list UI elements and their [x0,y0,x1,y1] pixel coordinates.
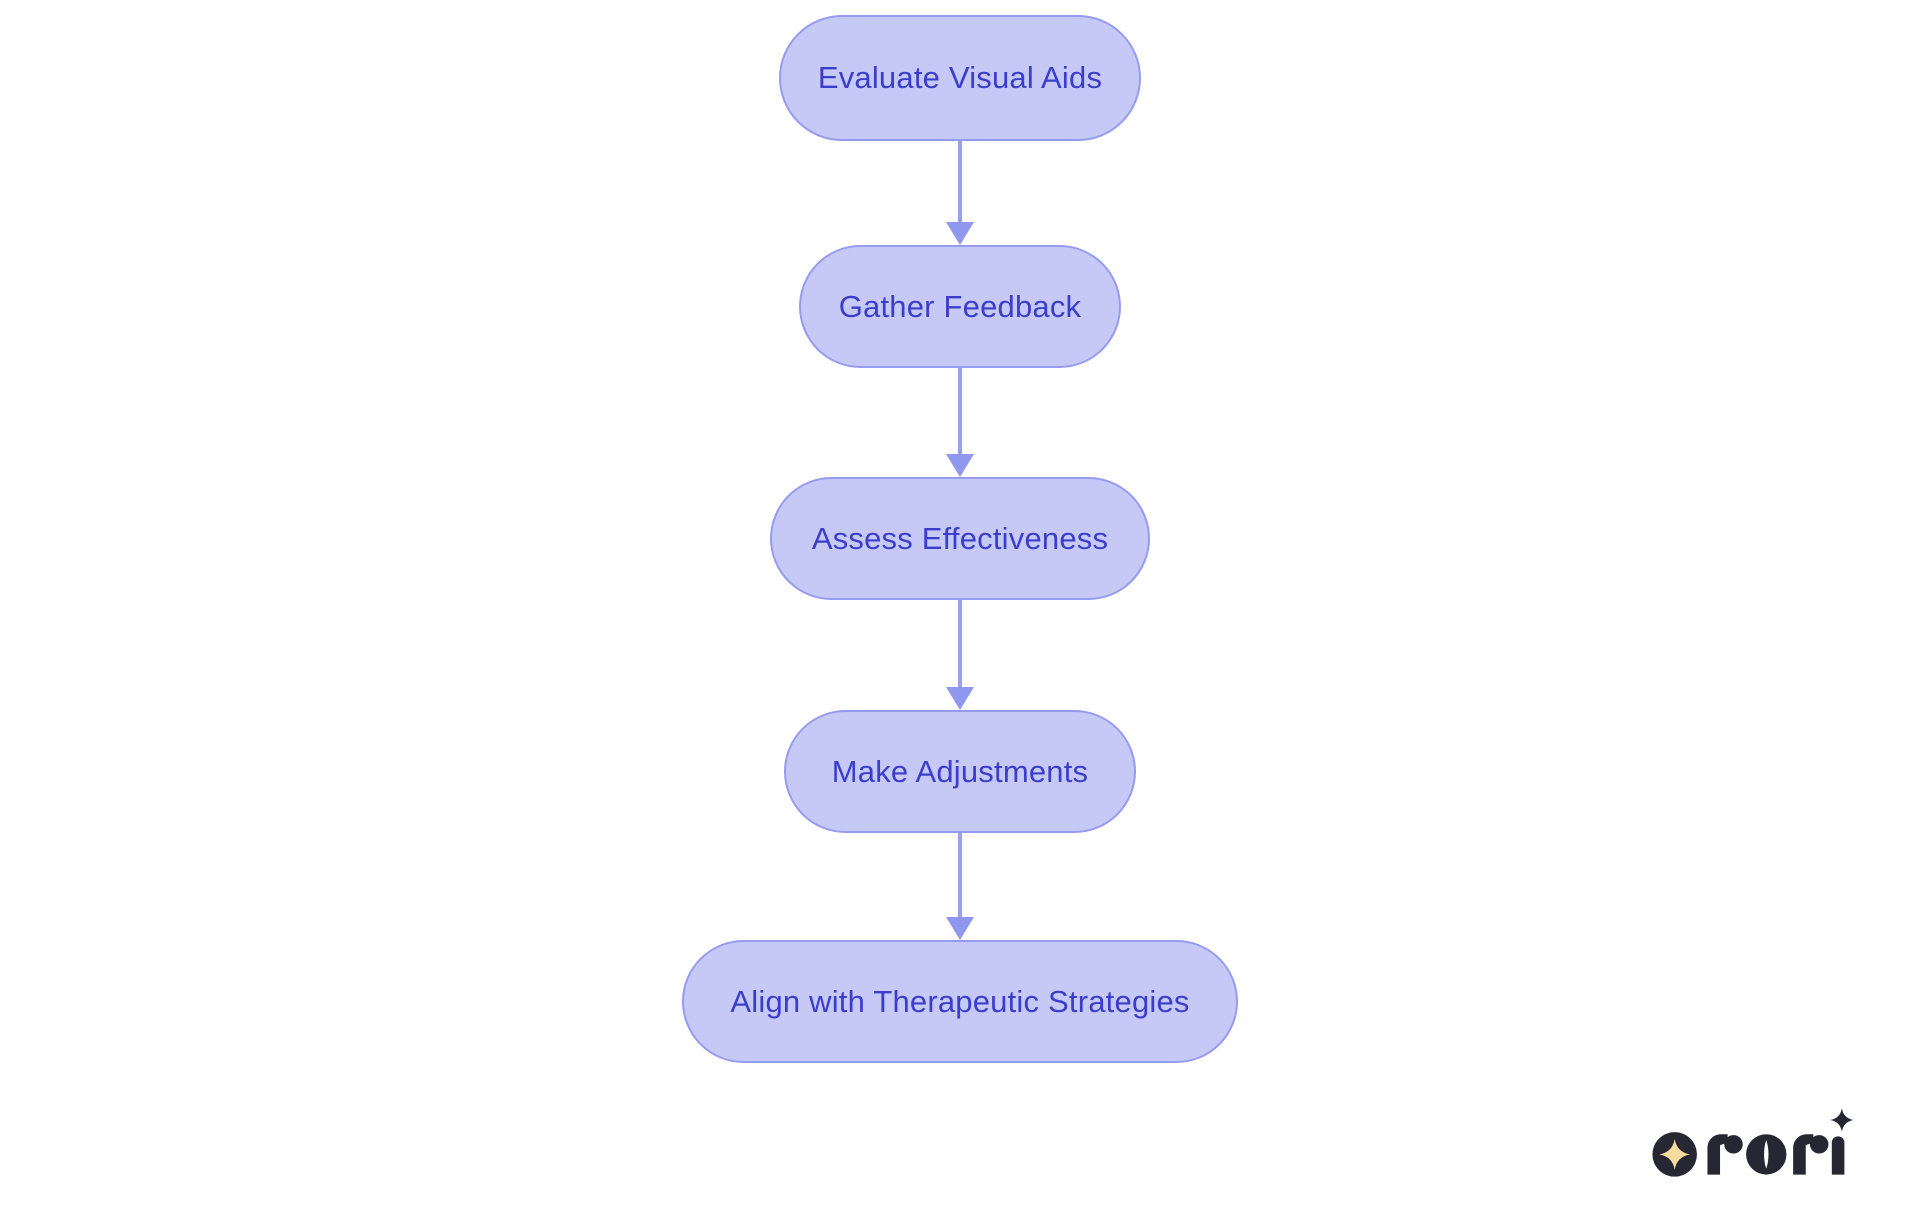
star-badge-icon [1652,1132,1697,1177]
arrowhead-down-icon [946,454,974,477]
flow-node-label: Assess Effectiveness [811,520,1109,556]
sparkle-icon [1830,1108,1854,1132]
arrowhead-down-icon [946,687,974,710]
connector-line-3 [958,600,962,688]
rori-logo [1652,1106,1857,1186]
connector-line-4 [958,833,962,918]
flow-node-evaluate-visual-aids: Evaluate Visual Aids [779,15,1141,141]
rori-wordmark [1707,1108,1854,1175]
arrowhead-down-icon [946,222,974,245]
connector-line-1 [958,141,962,223]
flow-node-align-with-therapeutic-strategies: Align with Therapeutic Strategies [682,940,1238,1063]
flow-node-make-adjustments: Make Adjustments [784,710,1136,833]
flow-node-label: Gather Feedback [838,288,1082,324]
flow-node-label: Make Adjustments [831,753,1089,789]
flow-node-label: Evaluate Visual Aids [817,60,1103,95]
flow-node-gather-feedback: Gather Feedback [799,245,1121,368]
flow-node-label: Align with Therapeutic Strategies [730,983,1190,1019]
connector-line-2 [958,368,962,455]
arrowhead-down-icon [946,917,974,940]
flow-node-assess-effectiveness: Assess Effectiveness [770,477,1150,600]
